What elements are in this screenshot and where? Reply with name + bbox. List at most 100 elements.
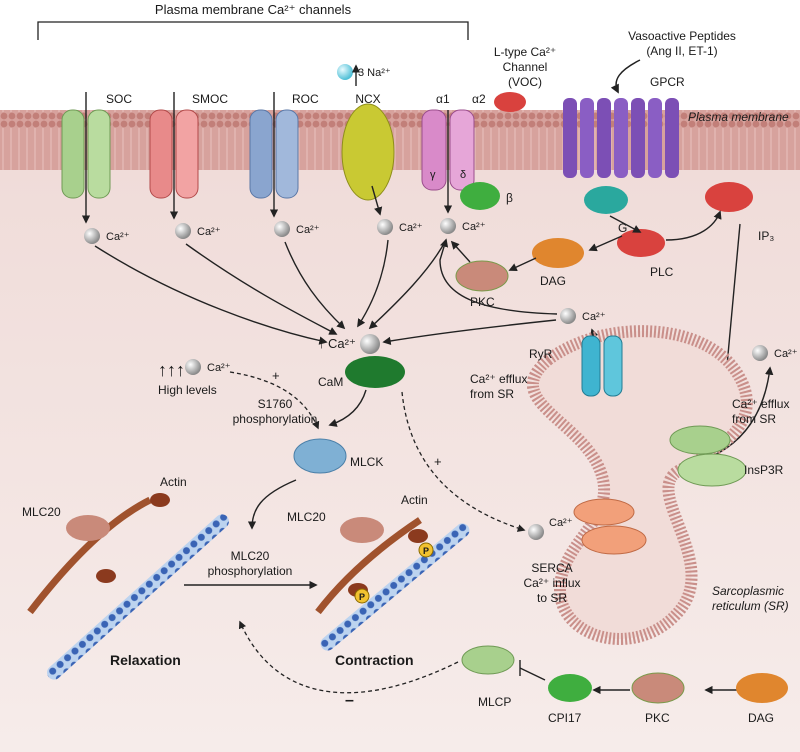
central-ca-label: Ca²⁺ [328,336,356,351]
ca-ion [175,223,191,239]
ca-label: Ca²⁺ [549,517,573,529]
phosphate-group [354,588,370,604]
myosin-relaxed [27,496,152,615]
mlc20-relaxed [66,515,110,541]
cpi17-label: CPI17 [548,711,582,725]
central-ca-ion [360,334,380,354]
plasma-membrane [0,110,800,170]
ryr-channel [581,335,623,397]
serca-pump [573,498,647,555]
ca-ion [528,524,544,540]
gamma-label: γ [430,169,436,181]
efflux-left-1: Ca²⁺ efflux [470,372,527,386]
sodium-ion [337,64,353,80]
serca-label-1: SERCA [531,561,572,575]
delta-label: δ [460,169,466,181]
actin-filament-relaxed [47,514,229,680]
mlck-enzyme [293,438,347,474]
peptide-arrow [610,59,641,94]
dag-label-top: DAG [540,274,566,288]
myosin-head [150,493,170,507]
ca-label: Ca²⁺ [207,362,231,374]
dag-label-bottom: DAG [748,711,774,725]
insp3r-channel [669,425,747,487]
dag-molecule-bottom [736,673,788,703]
plc-enzyme [617,229,665,257]
cam-label: CaM [318,375,343,389]
smoc-channel [149,109,199,199]
ca-ion [377,219,393,235]
gpcr-label: GPCR [650,75,685,89]
peptides-label-1: Vasoactive Peptides [628,29,736,43]
ca-ion [752,345,768,361]
efflux-left-2: from SR [470,387,514,401]
g-label: G [618,221,627,235]
ca-ion [185,359,201,375]
actin-label-left: Actin [160,475,187,489]
sr-label-2: reticulum (SR) [712,599,789,613]
myosin-contracted [315,517,422,615]
high-level-arrows: ↑↑↑ [158,360,185,380]
alpha1-label: α1 [436,92,450,106]
pkc-label-bottom: PKC [645,711,670,725]
peptides-label-2: (Ang II, ET-1) [646,44,717,58]
voc-label-2: Channel [503,60,548,74]
voc-label-1: L-type Ca²⁺ [494,45,556,59]
beta-label: β [506,191,513,205]
alpha2-subunit [494,92,526,112]
serca-label-3: to SR [537,591,567,605]
mlc20-phos-label-1: MLC20 [231,549,270,563]
calmodulin [345,356,405,388]
bracket-label: Plasma membrane Ca²⁺ channels [155,2,352,17]
mlcp-label: MLCP [478,695,511,709]
ca-label: Ca²⁺ [106,231,130,243]
mlc20-contracted [340,517,384,543]
ca-ion [440,218,456,234]
gpcr-receptor [563,98,679,178]
ncx-exchanger [341,103,395,201]
na-label: 3 Na²⁺ [358,67,391,79]
myosin-head [408,529,428,543]
plus-sign: + [272,368,280,383]
mlcp-enzyme [461,645,515,675]
ca-label: Ca²⁺ [462,221,486,233]
efflux-right-2: from SR [732,412,776,426]
voc-channel [421,109,475,191]
sr-label-1: Sarcoplasmic [712,584,784,598]
efflux-right-1: Ca²⁺ efflux [732,397,789,411]
high-levels-label: High levels [158,383,217,397]
mlck-label: MLCK [350,455,383,469]
ca-label: Ca²⁺ [197,226,221,238]
smoc-label: SMOC [192,92,228,106]
pkc-top [455,260,509,292]
dashed-arrows [229,371,526,694]
beta-subunit [460,182,500,210]
plc-label: PLC [650,265,674,279]
extracellular-space [0,0,800,110]
roc-label: ROC [292,92,319,106]
ryr-label: RyR [529,347,553,361]
channels-bracket [37,21,469,40]
insp3r-label: InsP3R [744,463,784,477]
plus-sign: + [434,454,442,469]
s1760-label-2: phosphorylation [233,412,318,426]
cpi17-protein [548,674,592,702]
p-label: P [359,592,365,602]
ca-label: Ca²⁺ [582,311,606,323]
sarcoplasmic-reticulum [527,325,753,645]
ca-label: Ca²⁺ [399,222,423,234]
minus-sign: – [345,692,354,709]
mlc20-label-left: MLC20 [22,505,61,519]
voc-label-3: (VOC) [508,75,542,89]
ca-ion [84,228,100,244]
s1760-label-1: S1760 [258,397,293,411]
ca-label: Ca²⁺ [774,348,798,360]
relaxation-label: Relaxation [110,652,181,668]
soc-label: SOC [106,92,132,106]
ip3-molecule [705,182,753,212]
dag-molecule-top [532,238,584,268]
contraction-label: Contraction [335,652,414,668]
ca-ion [560,308,576,324]
